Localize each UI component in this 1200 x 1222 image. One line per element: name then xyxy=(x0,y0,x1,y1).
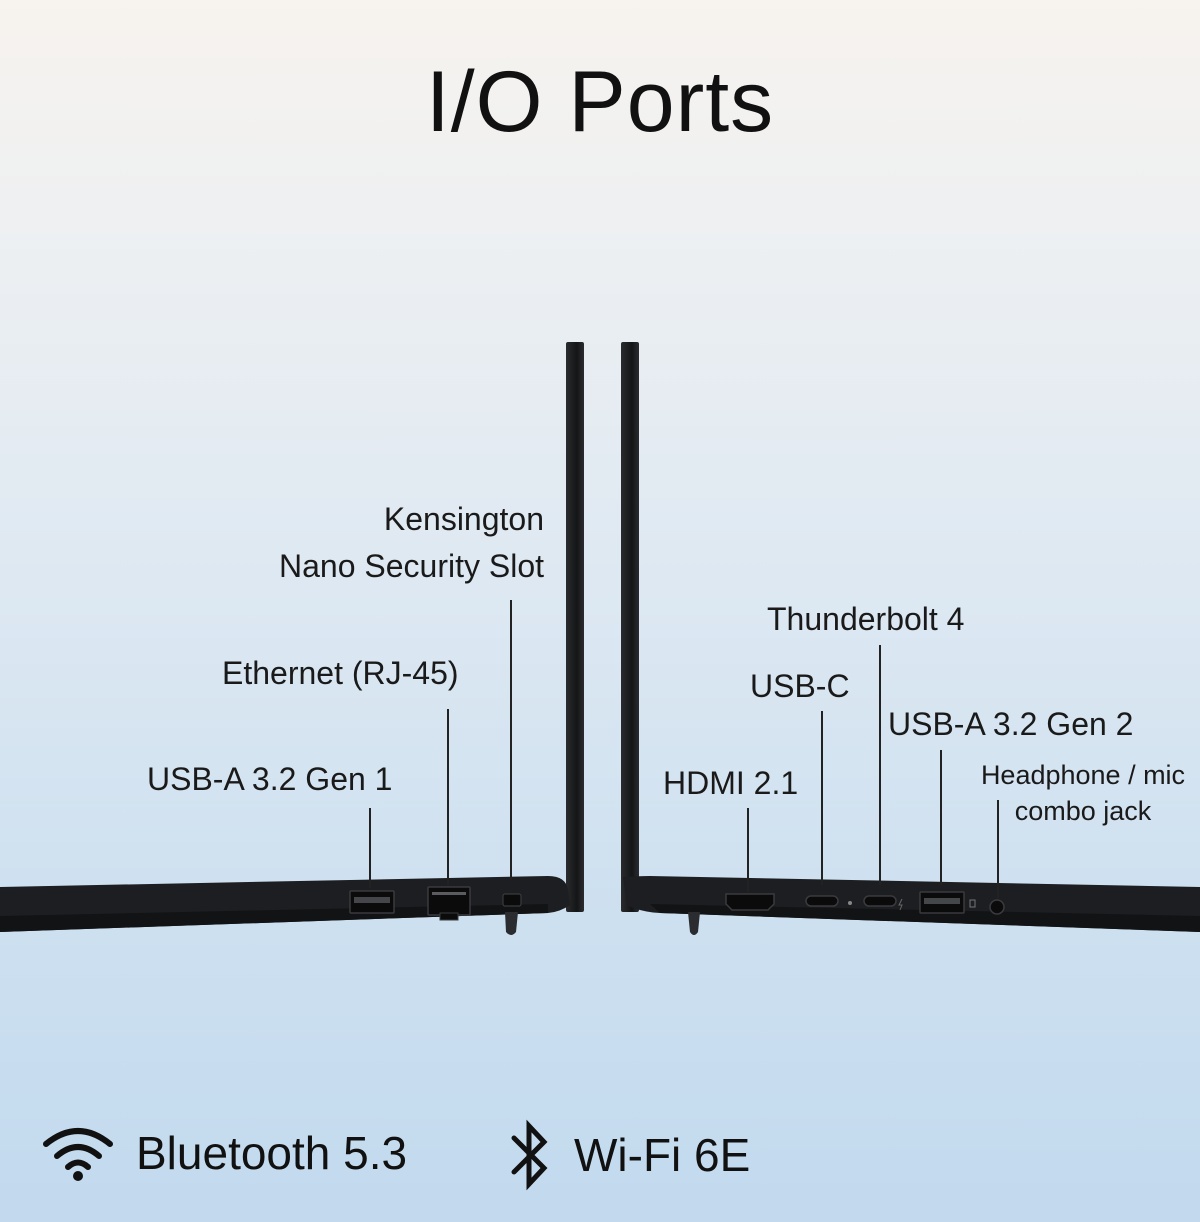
leader-line-kensington xyxy=(510,600,512,880)
bluetooth-icon xyxy=(511,1119,548,1191)
port-label-usba-gen1: USB-A 3.2 Gen 1 xyxy=(147,761,393,797)
leader-line-hdmi xyxy=(747,808,749,892)
port-label-headphone: Headphone / mic combo jack xyxy=(980,760,1186,826)
leader-line-thunderbolt xyxy=(879,645,881,885)
leader-line-ethernet xyxy=(447,709,449,885)
feature-bluetooth: Bluetooth 5.3 xyxy=(42,1124,407,1182)
page-title: I/O Ports xyxy=(425,54,775,150)
port-label-kensington: Kensington Nano Security Slot xyxy=(278,501,544,584)
port-label-usbc: USB-C xyxy=(750,668,850,704)
port-label-ethernet: Ethernet (RJ-45) xyxy=(222,655,459,691)
feature-wifi: Wi-Fi 6E xyxy=(508,1118,750,1192)
port-label-thunderbolt: Thunderbolt 4 xyxy=(767,601,965,637)
leader-line-usbc xyxy=(821,711,823,885)
leader-line-headphone xyxy=(997,800,999,898)
port-label-usba-gen2: USB-A 3.2 Gen 2 xyxy=(888,706,1134,742)
left-laptop-lid xyxy=(566,342,584,912)
port-label-hdmi: HDMI 2.1 xyxy=(663,765,799,801)
wifi-icon xyxy=(43,1128,113,1181)
feature-label-wifi: Wi-Fi 6E xyxy=(574,1129,751,1181)
right-laptop-lid xyxy=(621,342,639,912)
feature-label-bluetooth: Bluetooth 5.3 xyxy=(136,1127,408,1179)
leader-line-usba-gen2 xyxy=(940,750,942,885)
leader-line-usba-gen1 xyxy=(369,808,371,888)
